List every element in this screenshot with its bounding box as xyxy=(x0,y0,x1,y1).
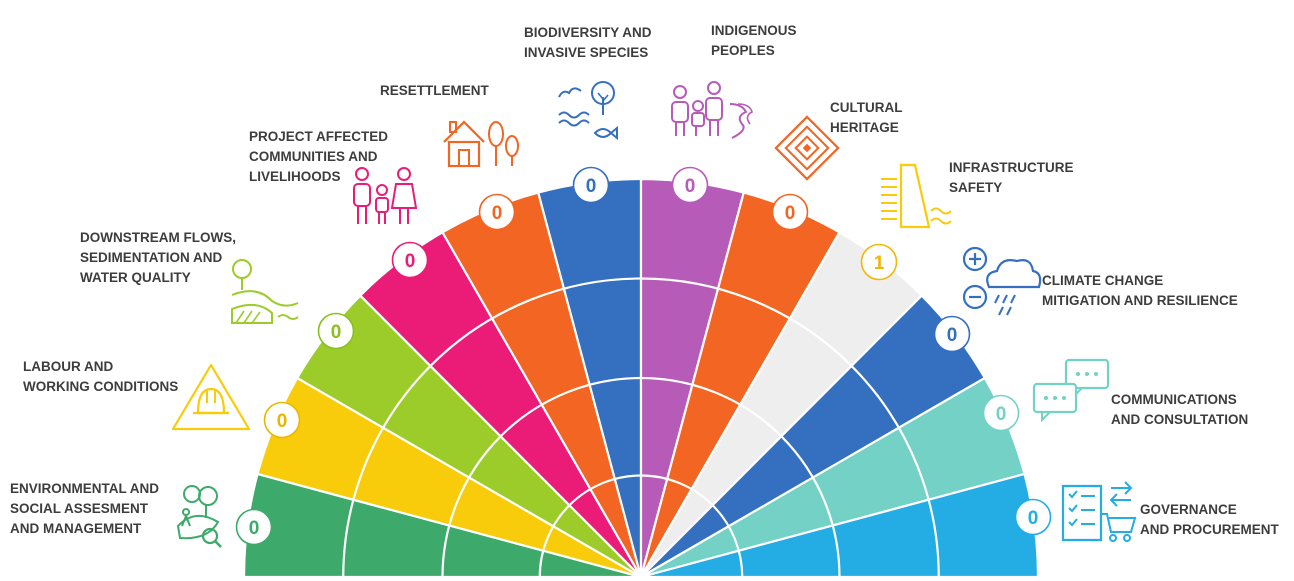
category-icons xyxy=(171,81,1137,548)
checklist-cart-icon xyxy=(1061,481,1137,542)
count-badge-biodiversity: 0 xyxy=(572,166,610,204)
count-badges: 0 0 0 0 0 0 0 0 1 0 0 0 xyxy=(235,166,1052,546)
label-resettlement: RESETTLEMENT xyxy=(380,83,490,98)
count-value: 0 xyxy=(685,176,696,197)
house-trees-icon xyxy=(443,120,519,168)
badge-circle xyxy=(317,312,355,350)
count-value: 0 xyxy=(996,404,1007,425)
badge-circle xyxy=(391,241,429,279)
count-badge-indigenous: 0 xyxy=(671,166,709,204)
badge-circle xyxy=(860,243,898,281)
count-badge-climate: 0 xyxy=(933,315,971,353)
climate-cloud-icon xyxy=(962,246,1042,316)
river-flow-icon xyxy=(231,259,299,324)
count-value: 0 xyxy=(1028,508,1039,529)
count-value: 1 xyxy=(874,253,885,274)
hard-hat-warning-icon xyxy=(171,363,251,431)
environment-assessment-icon xyxy=(176,485,222,548)
count-badge-infrastructure: 1 xyxy=(860,243,898,281)
badge-circle xyxy=(982,394,1020,432)
badge-circle xyxy=(572,166,610,204)
count-badge-labour: 0 xyxy=(263,401,301,439)
count-badge-cultural: 0 xyxy=(771,193,809,231)
count-badge-communities: 0 xyxy=(391,241,429,279)
family-icon xyxy=(353,167,418,224)
count-badge-resettlement: 0 xyxy=(478,193,516,231)
count-badge-environmental: 0 xyxy=(235,508,273,546)
indigenous-people-icon xyxy=(671,81,753,139)
badge-circle xyxy=(478,193,516,231)
count-value: 0 xyxy=(947,325,958,346)
nature-fish-icon xyxy=(558,81,618,141)
badge-circle xyxy=(263,401,301,439)
count-value: 0 xyxy=(405,251,416,272)
ring-dividers xyxy=(342,277,940,578)
chat-bubbles-icon xyxy=(1032,358,1110,423)
ring-divider-3 xyxy=(342,277,940,578)
dam-icon xyxy=(881,163,952,229)
badge-circle xyxy=(1014,498,1052,536)
ring-divider-2 xyxy=(441,376,841,578)
count-value: 0 xyxy=(586,176,597,197)
count-value: 0 xyxy=(249,518,260,539)
count-value: 0 xyxy=(277,411,288,432)
count-value: 0 xyxy=(785,203,796,224)
badge-circle xyxy=(671,166,709,204)
badge-circle xyxy=(235,508,273,546)
badge-circle xyxy=(933,315,971,353)
ring-divider-1 xyxy=(538,474,744,578)
count-badge-communications: 0 xyxy=(982,394,1020,432)
count-value: 0 xyxy=(331,322,342,343)
count-badge-governance: 0 xyxy=(1014,498,1052,536)
count-value: 0 xyxy=(492,203,503,224)
heritage-pattern-icon xyxy=(774,115,840,181)
count-badge-downstream: 0 xyxy=(317,312,355,350)
badge-circle xyxy=(771,193,809,231)
